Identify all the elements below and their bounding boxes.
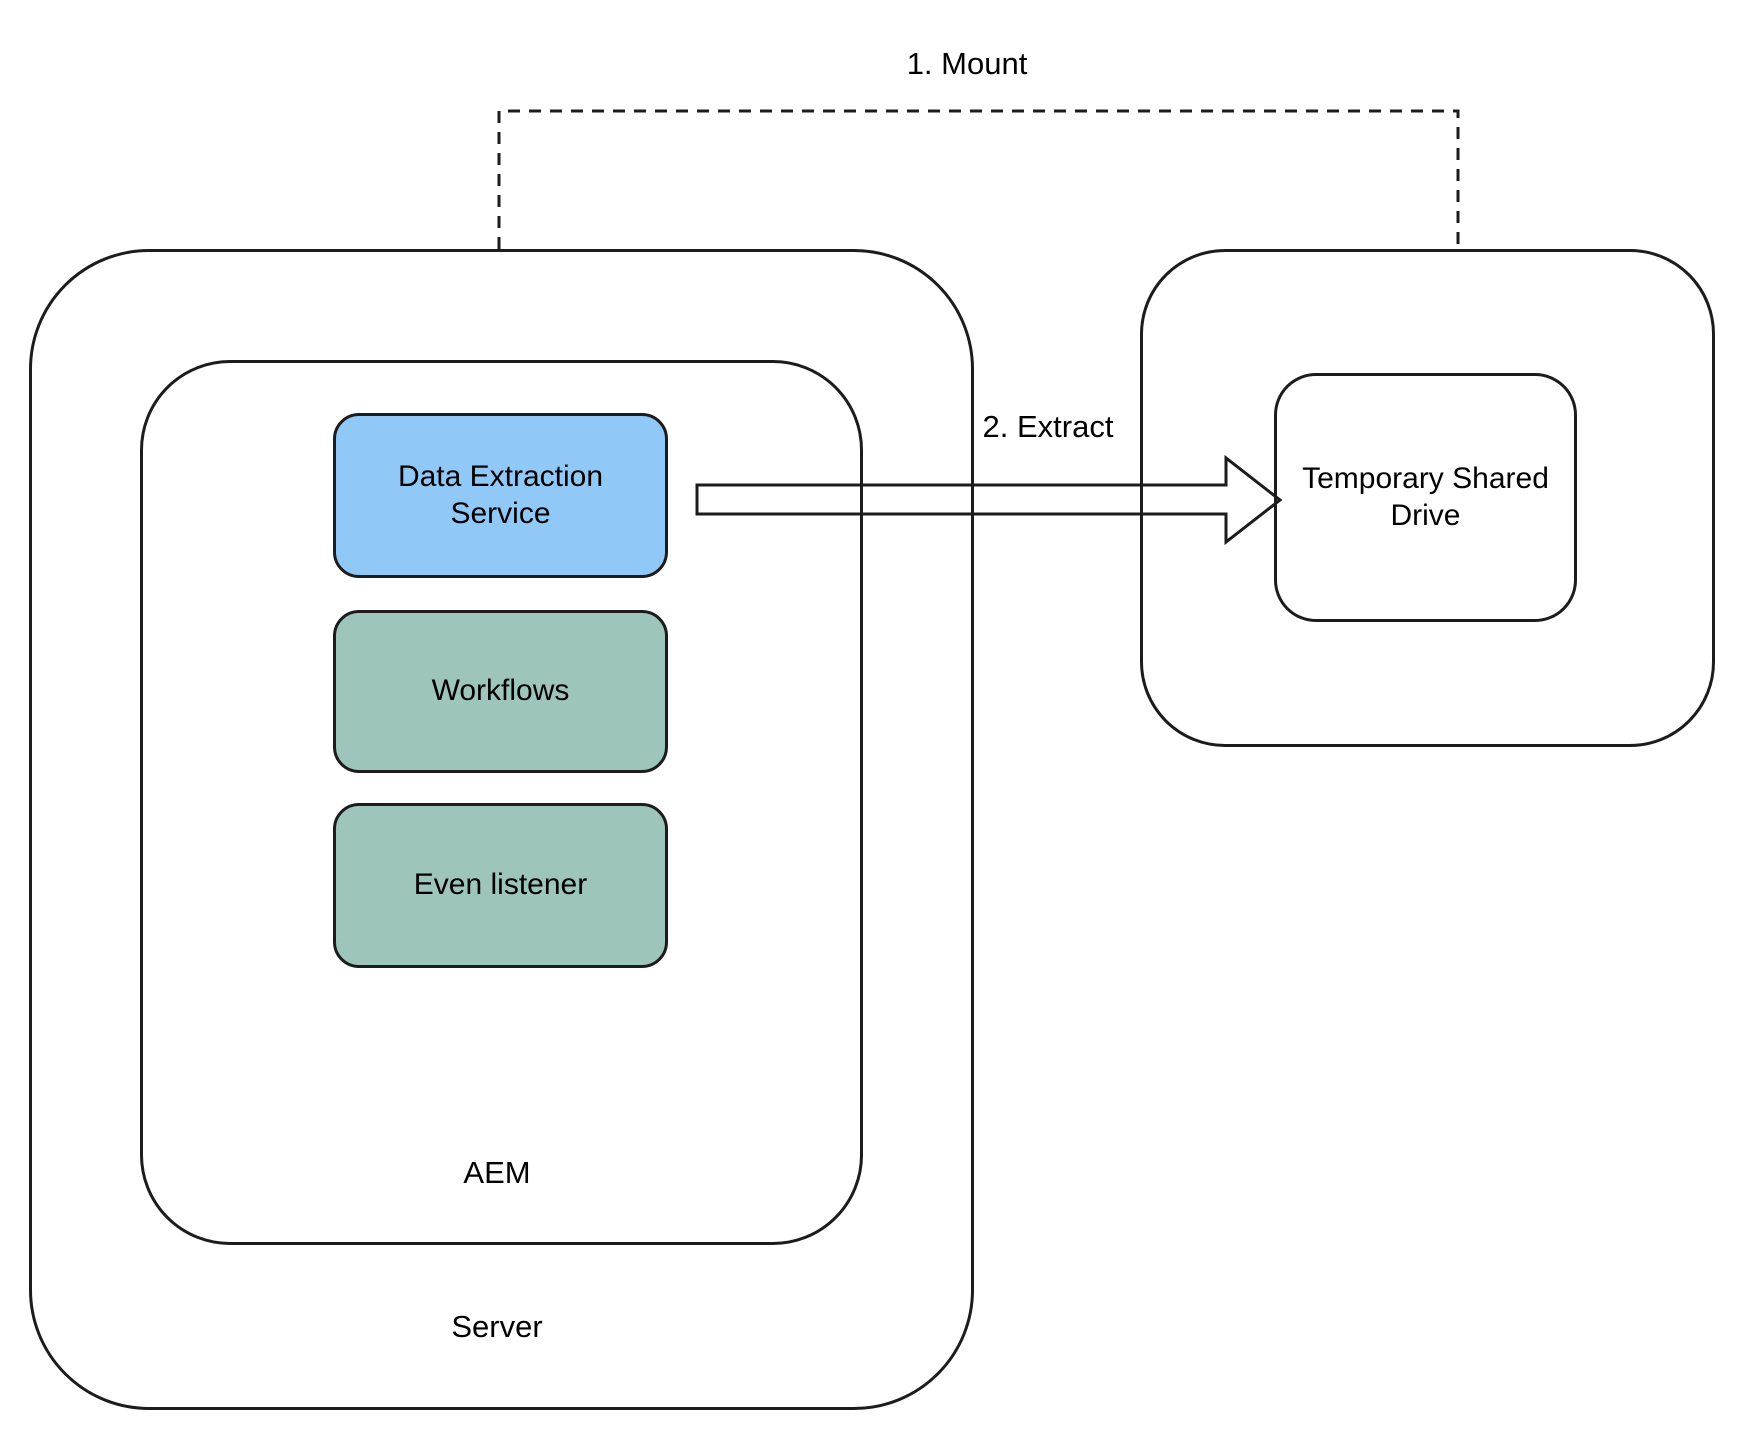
server-container-box xyxy=(29,249,974,1410)
node-workflows: Workflows xyxy=(333,610,668,773)
node-workflows-label: Workflows xyxy=(431,674,570,708)
aem-container-box xyxy=(140,360,863,1245)
aem-container-label: AEM xyxy=(463,1155,531,1190)
mount-connector-label: 1. Mount xyxy=(906,46,1028,81)
node-even-listener-label: Even listener xyxy=(413,868,588,902)
node-data-extraction-service: Data Extraction Service xyxy=(333,413,668,578)
node-temporary-shared-drive: Temporary Shared Drive xyxy=(1274,373,1577,622)
node-data-extraction-service-label: Data Extraction Service xyxy=(397,459,604,530)
node-even-listener: Even listener xyxy=(333,803,668,968)
mount-connector-line xyxy=(497,109,1460,249)
extract-connector-label: 2. Extract xyxy=(982,409,1114,444)
server-container-label: Server xyxy=(451,1309,543,1344)
node-temporary-shared-drive-label: Temporary Shared Drive xyxy=(1302,461,1549,532)
